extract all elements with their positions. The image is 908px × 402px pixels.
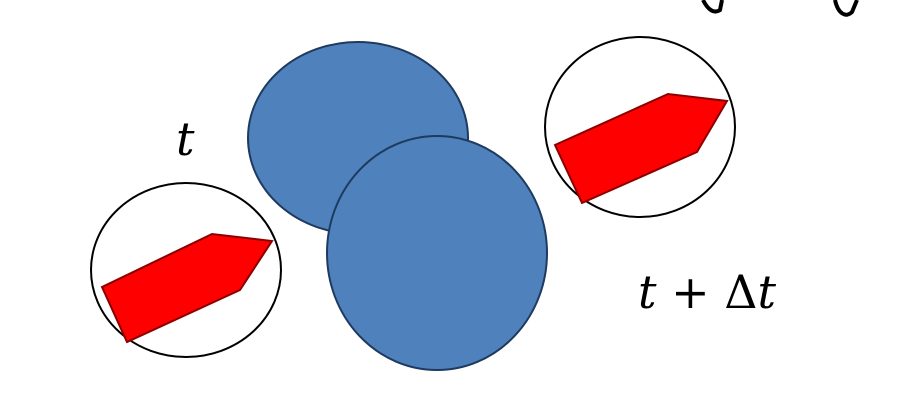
arrow-start	[100, 232, 274, 344]
label-time-end: t + Δt	[638, 265, 777, 319]
label-time-end-var: t	[638, 265, 657, 319]
label-time-end-delta-var: t	[758, 265, 777, 319]
label-time-end-delta: Δ	[724, 265, 757, 319]
particle-circle-end	[544, 36, 736, 218]
top-edge-arc-left	[701, 0, 724, 14]
label-time-start: t	[176, 112, 195, 166]
particle-circle-start	[90, 182, 282, 358]
blob-front	[326, 135, 548, 371]
top-edge-arc-right	[833, 0, 859, 17]
arrow-end	[553, 92, 729, 205]
label-time-end-op: +	[657, 265, 725, 319]
